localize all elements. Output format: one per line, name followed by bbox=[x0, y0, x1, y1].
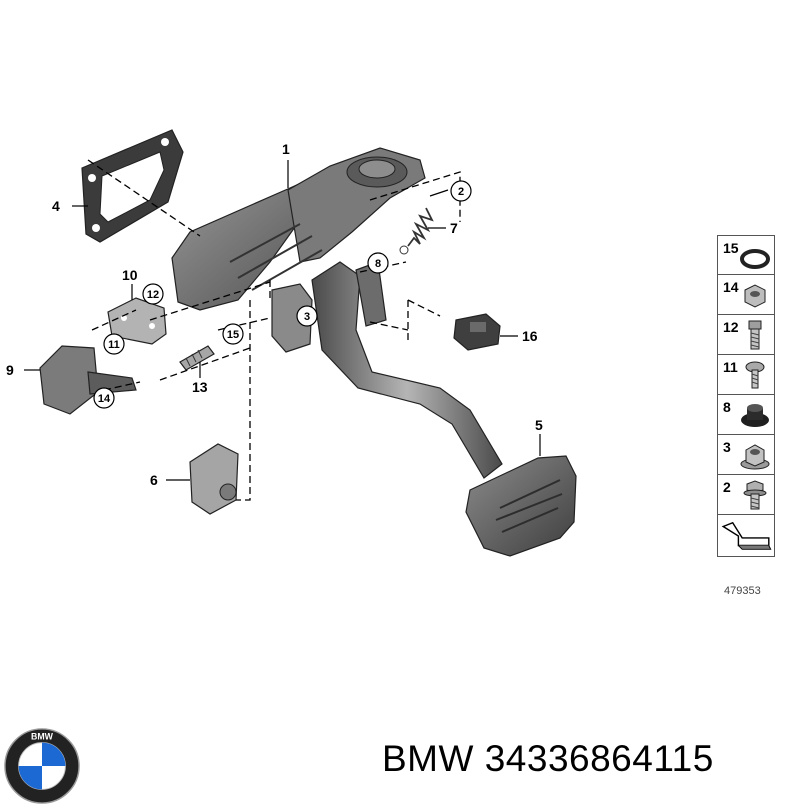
switch-part bbox=[39, 345, 137, 415]
callout-8: 8 bbox=[367, 252, 389, 274]
legend-row: 11 bbox=[717, 355, 775, 395]
callout-3: 3 bbox=[296, 305, 318, 327]
legend-row: 15 bbox=[717, 235, 775, 275]
callout-11: 11 bbox=[103, 333, 125, 355]
legend-number: 15 bbox=[723, 240, 739, 256]
svg-text:3: 3 bbox=[304, 311, 310, 323]
legend-number: 2 bbox=[723, 479, 731, 495]
callout-16: 16 bbox=[522, 328, 538, 344]
rubber-bushing-icon bbox=[741, 404, 769, 427]
svg-text:14: 14 bbox=[98, 393, 111, 405]
part-number: 34336864115 bbox=[484, 738, 714, 779]
callout-15: 15 bbox=[222, 323, 244, 345]
bmw-logo-icon: BMW bbox=[4, 728, 80, 804]
callout-13: 13 bbox=[192, 379, 208, 395]
pin-part bbox=[179, 345, 215, 371]
svg-text:12: 12 bbox=[147, 289, 159, 301]
callout-2: 2 bbox=[450, 180, 472, 202]
callout-5: 5 bbox=[535, 417, 543, 433]
callout-1: 1 bbox=[282, 141, 290, 157]
legend-row: 12 bbox=[717, 315, 775, 355]
legend-number: 11 bbox=[723, 359, 738, 375]
assembly-arrow-icon bbox=[721, 521, 772, 550]
legend-number: 3 bbox=[723, 439, 731, 455]
legend-number: 14 bbox=[723, 279, 739, 295]
legend-row: 3 bbox=[717, 435, 775, 475]
legend-row: 8 bbox=[717, 395, 775, 435]
ball-bracket-part bbox=[189, 443, 239, 515]
callout-12: 12 bbox=[142, 283, 164, 305]
gasket-part bbox=[81, 129, 184, 243]
svg-text:8: 8 bbox=[375, 258, 381, 270]
pedal-pad-part bbox=[465, 455, 577, 557]
leader-lines bbox=[24, 160, 541, 481]
callout-6: 6 bbox=[150, 472, 158, 488]
o-ring-icon bbox=[740, 249, 770, 269]
brand-part-number: BMW 34336864115 bbox=[382, 738, 714, 780]
sensor-part bbox=[453, 313, 501, 351]
pedal-bracket-part bbox=[171, 147, 426, 353]
legend-row: 14 bbox=[717, 275, 775, 315]
legend-number: 8 bbox=[723, 399, 731, 415]
callout-14: 14 bbox=[93, 387, 115, 409]
callout-9: 9 bbox=[6, 362, 14, 378]
assembly-lines bbox=[87, 159, 461, 501]
figure-id: 479353 bbox=[724, 585, 761, 597]
flange-bolt-icon bbox=[743, 480, 767, 510]
hex-bolt-icon bbox=[748, 320, 762, 350]
legend-row: 2 bbox=[717, 475, 775, 515]
hex-nut-icon bbox=[744, 284, 766, 308]
torx-screw-icon bbox=[745, 361, 765, 389]
callout-7: 7 bbox=[450, 220, 458, 236]
svg-text:15: 15 bbox=[227, 329, 239, 341]
callout-10: 10 bbox=[122, 267, 138, 283]
spring-part bbox=[399, 207, 434, 255]
legend-number: 12 bbox=[723, 319, 739, 335]
svg-text:BMW: BMW bbox=[31, 732, 54, 742]
svg-text:2: 2 bbox=[458, 186, 464, 198]
svg-text:11: 11 bbox=[108, 339, 120, 351]
pedal-arm-part bbox=[311, 261, 503, 479]
callout-4: 4 bbox=[52, 198, 60, 214]
legend-row bbox=[717, 515, 775, 557]
fastener-legend: 15 14 12 11 8 3 bbox=[717, 235, 775, 557]
flange-nut-icon bbox=[740, 444, 770, 470]
brand-name: BMW bbox=[382, 738, 474, 779]
